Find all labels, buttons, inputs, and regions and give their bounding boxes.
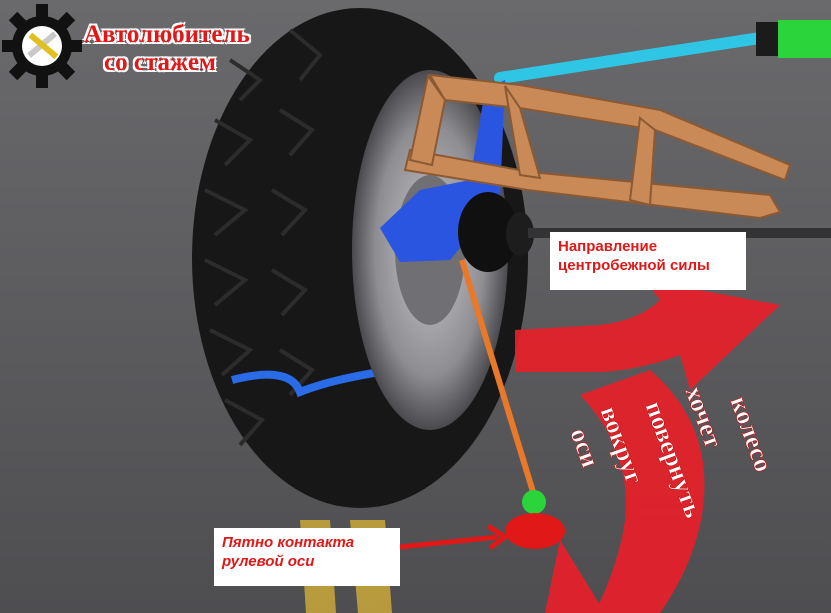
centrifugal-label-line1: Направление xyxy=(558,238,658,255)
tie-rod xyxy=(494,32,766,84)
contact-label-line2: рулевой оси xyxy=(222,553,315,570)
tie-rod-end xyxy=(756,22,780,56)
centrifugal-force-label: Направление центробежной силы xyxy=(550,232,746,290)
cv-boot xyxy=(458,192,534,272)
steering-axis xyxy=(459,259,537,496)
tire-tread xyxy=(204,28,323,447)
axis-top-point xyxy=(522,490,546,514)
wrench-screwdriver-icon xyxy=(27,31,59,60)
contact-patch xyxy=(505,513,565,549)
centrifugal-label-line2: центробежной силы xyxy=(558,257,710,274)
logo-title-line1: Автолюбитель xyxy=(84,21,250,48)
logo-title-line2: со стажем xyxy=(104,49,216,76)
contact-patch-label: Пятно контакта рулевой оси xyxy=(214,528,400,586)
rotation-arrow xyxy=(515,280,780,613)
control-arm xyxy=(403,73,792,220)
brand-logo: Автолюбитель со стажем xyxy=(0,0,265,92)
tire-blue-stripe xyxy=(230,368,381,398)
contact-label-line1: Пятно контакта xyxy=(222,534,355,551)
tie-rod-green-boot xyxy=(778,20,831,58)
gear-icon xyxy=(2,4,82,88)
contact-pointer-arrow xyxy=(389,523,510,551)
